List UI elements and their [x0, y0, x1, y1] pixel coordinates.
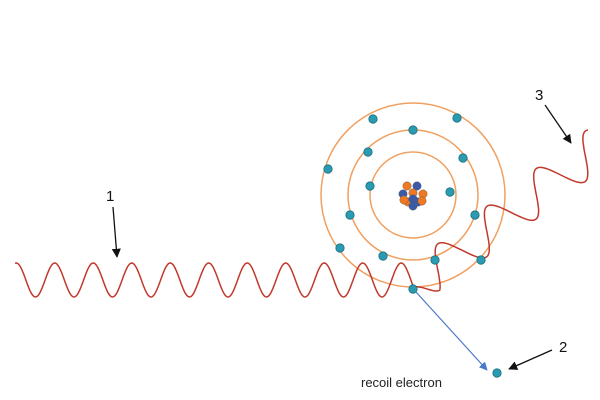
- scattered-photon-label: 3: [535, 87, 543, 104]
- electron-9: [378, 251, 388, 261]
- electron-11: [368, 114, 378, 124]
- electron-13: [335, 243, 345, 253]
- electron-8: [430, 255, 440, 265]
- proton-9: [399, 195, 409, 205]
- incident-photon-wave: [14, 262, 414, 298]
- orbital-electrons: [323, 113, 486, 294]
- pointer-arrow-2: [508, 349, 553, 370]
- inner-shell: [369, 151, 457, 239]
- recoil-electron-caption: recoil electron: [361, 375, 442, 390]
- electron-7: [470, 210, 480, 220]
- scattered-photon-wave: [412, 129, 589, 292]
- electron-4: [363, 147, 373, 157]
- struck-electron: [408, 284, 418, 294]
- electron-10: [323, 164, 333, 174]
- neutron-11: [408, 201, 418, 211]
- electron-5: [408, 125, 418, 135]
- proton-10: [417, 196, 427, 206]
- recoil-electron: [492, 368, 502, 378]
- pointer-arrow-3: [544, 104, 572, 144]
- recoil-arrow: [415, 291, 488, 371]
- incident-photon-label: 1: [106, 188, 114, 205]
- electron-label: 2: [559, 339, 567, 356]
- pointer-arrow-1: [111, 206, 121, 258]
- electron-6: [458, 153, 468, 163]
- nucleus: [398, 181, 428, 211]
- electron-3: [345, 210, 355, 220]
- electron-14: [476, 255, 486, 265]
- electron-2: [445, 187, 455, 197]
- electron-12: [452, 113, 462, 123]
- electron-1: [365, 181, 375, 191]
- neutron-2: [412, 181, 422, 191]
- proton-1: [402, 181, 412, 191]
